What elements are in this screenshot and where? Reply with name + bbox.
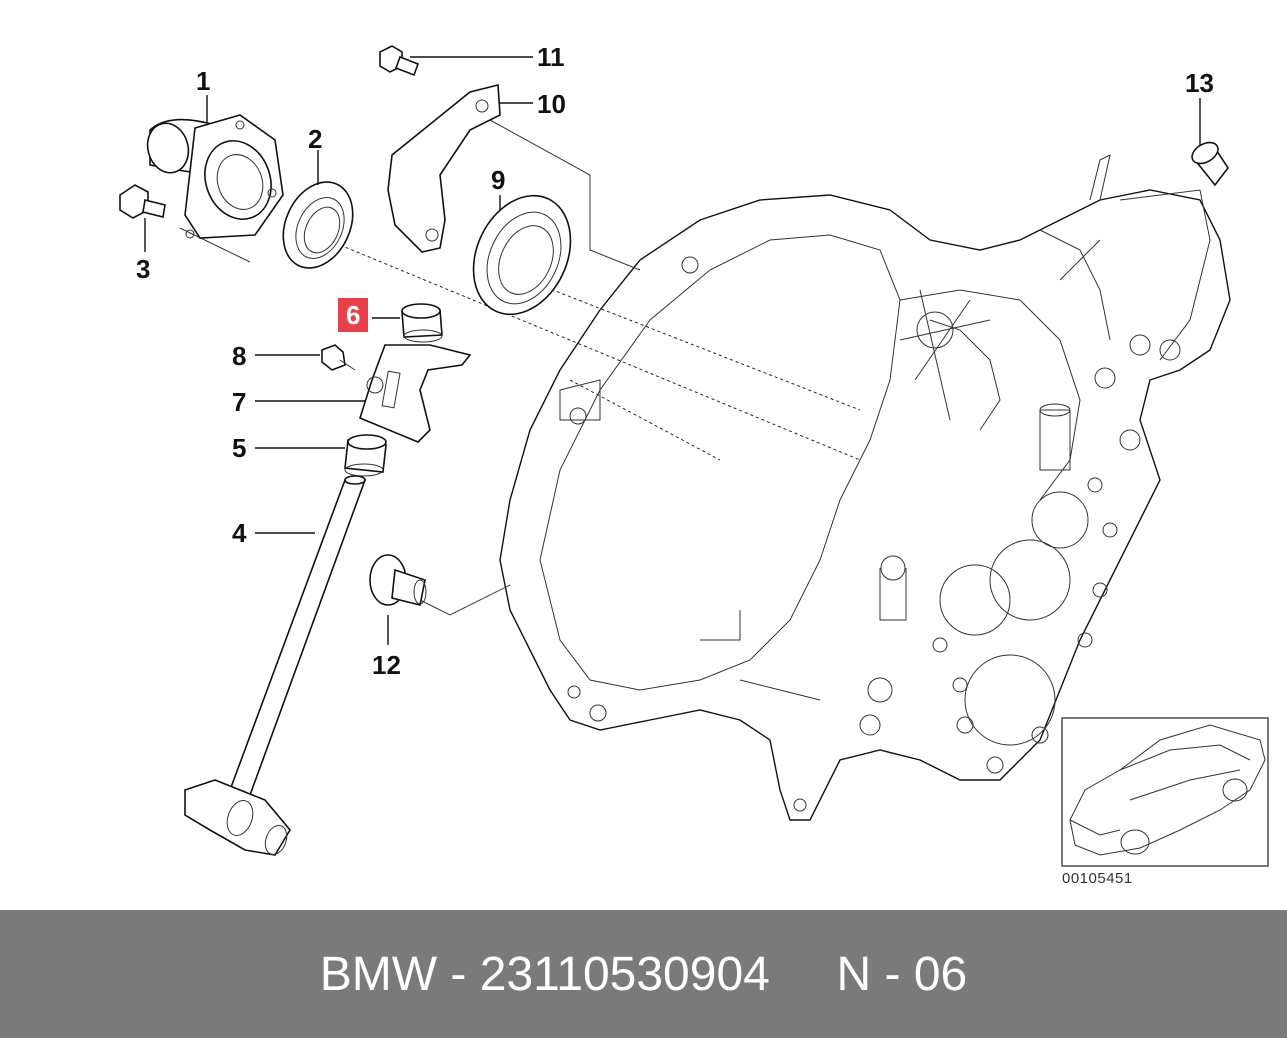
part-13-sleeve [1191, 141, 1229, 187]
callout-9: 9 [491, 165, 506, 195]
callout-1: 1 [196, 66, 211, 96]
part-12-drain-plug [369, 554, 427, 606]
diagram-reference-code: 00105451 [1062, 870, 1133, 887]
assembly-guide-lines [179, 119, 1101, 616]
vehicle-inset [1061, 717, 1269, 867]
transmission-housing [499, 154, 1231, 821]
part-2-shaft-seal [282, 181, 354, 269]
callout-12: 12 [372, 650, 401, 680]
footer-bar: BMW - 23110530904 N - 06 [0, 910, 1287, 1038]
callout-5: 5 [232, 433, 247, 463]
part-4-shift-rod [184, 475, 367, 856]
part-8-screw [321, 344, 356, 371]
part-3-bolt [119, 184, 166, 219]
part-number-caption: BMW - 23110530904 N - 06 [319, 947, 968, 1001]
callout-6-highlighted: 6 [338, 298, 369, 332]
callout-3: 3 [136, 254, 151, 284]
callout-7: 7 [232, 387, 247, 417]
part-5-bushing [344, 434, 387, 477]
part-9-radial-seal [472, 194, 572, 316]
exploded-parts-diagram [119, 45, 1269, 867]
callout-2: 2 [308, 124, 323, 154]
callout-4: 4 [232, 518, 247, 548]
part-10-bracket-plate [387, 83, 501, 253]
part-11-bolt [379, 45, 420, 77]
part-1-guide-sleeve [146, 114, 284, 239]
leader-lines [144, 56, 1201, 645]
callout-10: 10 [537, 89, 566, 119]
part-7-shift-bracket [359, 344, 472, 443]
callout-8: 8 [232, 341, 247, 371]
callout-11: 11 [537, 42, 565, 72]
part-6-bushing [401, 303, 443, 343]
callout-13: 13 [1185, 68, 1214, 98]
